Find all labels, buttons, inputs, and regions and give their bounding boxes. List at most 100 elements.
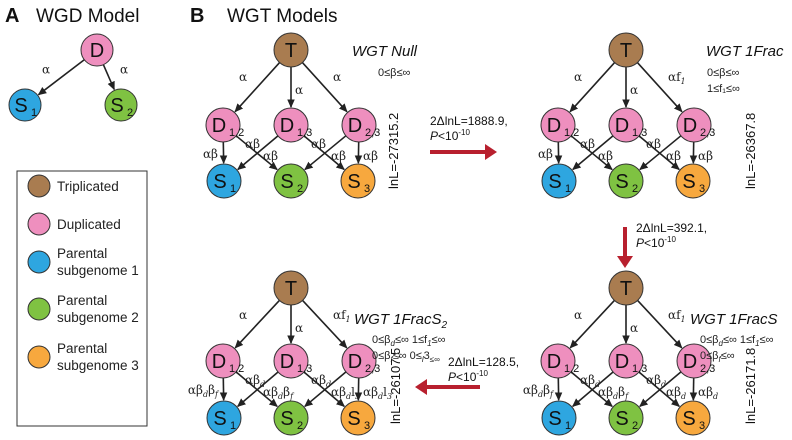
node-s3-subscript: 3: [699, 420, 705, 432]
node-s2-subscript: 2: [632, 183, 638, 195]
edge-label-d23-s3: αβ: [698, 149, 713, 163]
node-t-circle: [273, 32, 309, 68]
edge-d13-s1: [571, 371, 614, 407]
node-s1-subscript: 1: [565, 183, 571, 195]
node-s1-label: S: [548, 171, 561, 193]
node-d12-label: D: [212, 351, 226, 373]
legend-label-line-2: subgenome 3: [57, 358, 139, 373]
node-d13-subscript: 1,3: [297, 127, 312, 139]
edge-t-d2: [302, 299, 348, 349]
edge-t-d0: [569, 299, 615, 349]
edge-label-d23-s3: αβd: [698, 385, 718, 401]
node-d23-circle: [676, 343, 712, 379]
node-t-label: T: [285, 278, 297, 300]
node-t-circle: [273, 270, 309, 306]
edge-label-t-d23: αf1: [668, 70, 686, 86]
node-t-circle: [608, 270, 644, 306]
node-s1-subscript: 1: [565, 420, 571, 432]
node-s3-label: S: [347, 171, 360, 193]
edge-d13-s1: [572, 135, 614, 171]
legend-swatch-subgenome2: [27, 297, 51, 321]
model-name: WGT 1FracS: [690, 311, 778, 328]
legend-swatch-subgenome1: [27, 250, 51, 274]
edge-label-d23-s2: αβ: [666, 149, 681, 163]
node-d23-subscript: 2,3: [700, 127, 715, 139]
node-d23-label: D: [348, 351, 362, 373]
edge-label-t-d13: α: [630, 321, 638, 335]
edge-d12-s2: [570, 135, 613, 171]
edge-d12-s2: [570, 371, 613, 408]
legend-label-line-1: Parental: [57, 246, 107, 261]
node-d13-circle: [608, 107, 644, 143]
edge-label-d12-s2: αβ: [245, 137, 260, 151]
model-constraint-2: 0≤βf≤∞: [700, 350, 735, 364]
edge-t-d0: [234, 62, 281, 113]
wgd-node-s1-label: S: [14, 95, 27, 117]
node-s2-circle: [608, 163, 644, 199]
edge-t-d2: [636, 62, 683, 113]
node-t-circle: [608, 32, 644, 68]
node-d12-subscript: 1,2: [564, 127, 579, 139]
node-s3-subscript: 3: [364, 183, 370, 195]
edge-label-d12-s1: αβdβf: [188, 383, 220, 399]
node-d13-label: D: [615, 115, 629, 137]
edge-label-d13-s3: αβ: [311, 137, 326, 151]
test-null-vs-1frac: 2ΔlnL=1888.9,P<10-10: [430, 114, 508, 160]
node-s3-circle: [675, 163, 711, 199]
node-d12-subscript: 1,2: [229, 127, 244, 139]
model-name: WGT Null: [352, 43, 418, 60]
edge-d13-s3: [303, 371, 346, 407]
wgd-edge-2: [102, 64, 115, 91]
node-d12-circle: [205, 343, 241, 379]
edge-label-d23-s3: αβdl3: [363, 385, 392, 401]
node-d12-label: D: [547, 351, 561, 373]
node-t: T: [273, 270, 309, 306]
test-statistic: 2ΔlnL=392.1,: [636, 221, 707, 235]
panel-b-letter: B: [190, 5, 204, 27]
model-constraint-1: 0≤β≤∞: [378, 67, 410, 79]
node-s2-circle: [273, 163, 309, 199]
legend-item-triplicated: Triplicated: [27, 174, 119, 198]
edge-d13-s3: [638, 371, 681, 407]
edge-label-d12-s2: αβd: [245, 373, 265, 389]
model-constraint-2: 1≤f₁≤∞: [707, 83, 740, 95]
model-lnl: lnL=-26107.5: [388, 348, 403, 424]
edge-d13-s1: [236, 371, 279, 407]
edge-d13-s1: [237, 135, 279, 171]
node-d23-subscript: 2,3: [700, 363, 715, 375]
model-constraint-2: 0≤βf≤∞ 0≤l3≤∞: [372, 350, 440, 364]
model-constraint-1: 0≤βd≤∞ 1≤f1≤∞: [700, 334, 773, 348]
edge-t-d0: [569, 62, 616, 113]
edge-label-d23-s2: αβd: [666, 385, 686, 401]
node-t-label: T: [620, 278, 632, 300]
legend-item-duplicated: Duplicated: [27, 212, 121, 236]
node-d23-circle: [341, 107, 377, 143]
node-s2-label: S: [615, 171, 628, 193]
test-statistic: 2ΔlnL=128.5,: [448, 355, 519, 369]
wgd-node-d: D: [80, 33, 114, 67]
node-s1-circle: [541, 163, 577, 199]
edge-d13-s3: [303, 135, 345, 171]
node-d13-subscript: 1,3: [297, 363, 312, 375]
edge-label-d23-s2: αβ: [331, 149, 346, 163]
test-1frac-vs-1fracs: 2ΔlnL=392.1,P<10-10: [617, 221, 707, 268]
edge-label-t-d23: αf1: [668, 308, 686, 324]
test-arrow-head: [415, 379, 427, 395]
edge-label-t-d12: α: [574, 308, 582, 322]
edge-label-d23-s2: αβdl3: [331, 385, 360, 401]
